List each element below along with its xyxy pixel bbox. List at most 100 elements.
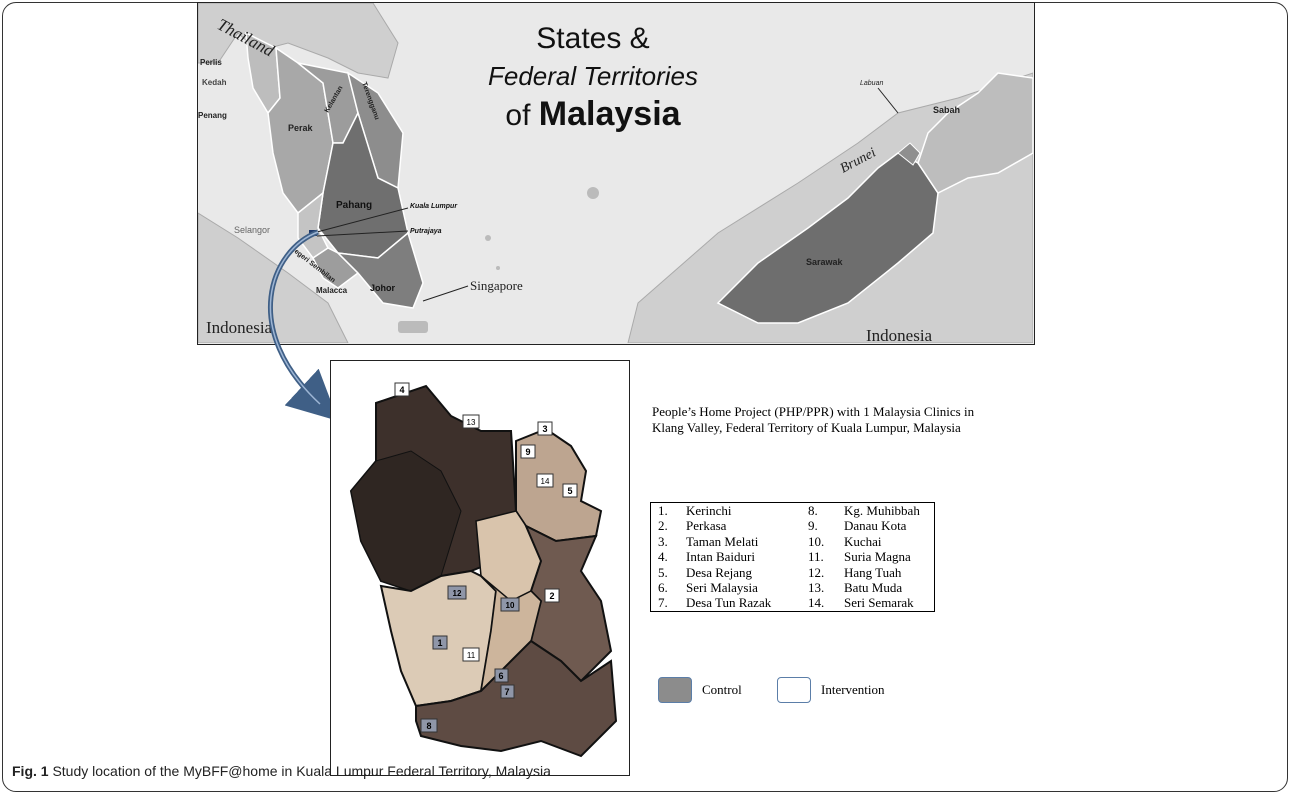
table-cell-n2: 13. [808, 580, 825, 596]
table-cell-n2: 12. [808, 564, 825, 580]
table-cell-n1: 7. [658, 595, 668, 611]
label-kuala-lumpur: Kuala Lumpur [410, 203, 458, 210]
table-cell-c2: Seri Semarak [844, 595, 914, 611]
intervention-label: Intervention [821, 682, 885, 697]
table-row: 5. Desa Rejang 12. Hang Tuah [651, 565, 935, 580]
table-row: 2. Perkasa 9. Danau Kota [651, 518, 935, 533]
table-cell-n1: 5. [658, 564, 668, 580]
table-cell-c1: Seri Malaysia [686, 580, 758, 596]
map-title-line1: States & [536, 22, 649, 55]
map-title-line3: of Malaysia [505, 95, 681, 133]
map-title-prefix: of [505, 99, 531, 132]
table-cell-n2: 10. [808, 533, 825, 549]
marker-6: 6 [494, 668, 509, 683]
marker-14: 14 [536, 473, 554, 488]
table-cell-n2: 14. [808, 595, 825, 611]
table-cell-c2: Danau Kota [844, 518, 907, 534]
marker-7: 7 [500, 684, 515, 699]
control-swatch [658, 677, 692, 703]
map-title-line2: Federal Territories [488, 61, 698, 91]
thailand-region [198, 3, 399, 79]
table-cell-n2: 8. [808, 503, 818, 518]
table-row: 7. Desa Tun Razak 14. Seri Semarak [651, 595, 935, 611]
marker-8: 8 [420, 718, 438, 733]
svg-text:5: 5 [567, 486, 572, 496]
legend-control: Control [658, 677, 742, 703]
caption-prefix: Fig. 1 [12, 763, 49, 779]
table-cell-c2: Hang Tuah [844, 564, 902, 580]
table-cell-n1: 6. [658, 580, 668, 596]
svg-text:8: 8 [426, 721, 431, 731]
label-malacca: Malacca [316, 286, 348, 295]
label-perak: Perak [288, 123, 314, 133]
label-perlis: Perlis [200, 58, 222, 67]
marker-12: 12 [447, 585, 467, 600]
table-cell-c2: Kuchai [844, 533, 882, 549]
marker-4: 4 [394, 382, 410, 397]
intervention-swatch [777, 677, 811, 703]
table-cell-c2: Batu Muda [844, 580, 903, 596]
label-pahang: Pahang [336, 200, 372, 211]
table-cell-c1: Intan Baiduri [686, 549, 755, 565]
table-cell-c2: Suria Magna [844, 549, 911, 565]
marker-3: 3 [537, 421, 553, 436]
label-johor: Johor [370, 283, 395, 293]
marker-11: 11 [462, 647, 480, 662]
svg-text:1: 1 [437, 638, 442, 648]
region-west [350, 450, 462, 592]
table-cell-n1: 2. [658, 518, 668, 534]
table-row: 1. Kerinchi 8. Kg. Muhibbah [651, 503, 935, 519]
table-cell-n1: 1. [658, 503, 668, 518]
label-kedah: Kedah [202, 78, 227, 87]
table-cell-n2: 9. [808, 518, 818, 534]
svg-text:6: 6 [498, 671, 503, 681]
svg-text:14: 14 [541, 477, 550, 486]
control-label: Control [702, 682, 742, 697]
marker-2: 2 [544, 588, 560, 603]
table-cell-c1: Desa Tun Razak [686, 595, 772, 611]
svg-text:13: 13 [467, 418, 476, 427]
svg-text:12: 12 [453, 589, 462, 598]
label-sarawak: Sarawak [806, 257, 844, 267]
label-putrajaya: Putrajaya [410, 228, 442, 235]
label-selangor: Selangor [234, 225, 270, 235]
label-penang: Penang [198, 111, 227, 120]
marker-10: 10 [500, 597, 520, 612]
legend-title: People’s Home Project (PHP/PPR) with 1 M… [652, 404, 975, 435]
table-cell-n1: 4. [658, 549, 668, 565]
label-indonesia-left: Indonesia [206, 318, 273, 337]
clinic-list-table: 1. Kerinchi 8. Kg. Muhibbah 2. Perkasa 9. Danau… [650, 502, 935, 612]
svg-text:10: 10 [506, 601, 515, 610]
svg-text:11: 11 [467, 651, 476, 660]
legend-intervention: Intervention [777, 677, 885, 703]
table-row: 3. Taman Melati 10. Kuchai [651, 534, 935, 549]
malaysia-states-map: States & Federal Territories of Malaysia… [197, 2, 1035, 345]
table-cell-c2: Kg. Muhibbah [844, 503, 920, 518]
table-row: 6. Seri Malaysia 13. Batu Muda [651, 580, 935, 595]
table-cell-c1: Perkasa [686, 518, 727, 534]
table-cell-c1: Kerinchi [686, 503, 732, 518]
sabah-region [917, 72, 1033, 194]
marker-13: 13 [462, 414, 480, 429]
svg-text:2: 2 [549, 591, 554, 601]
table-cell-n1: 3. [658, 533, 668, 549]
caption-text: Study location of the MyBFF@home in Kual… [48, 763, 551, 779]
label-singapore: Singapore [470, 278, 523, 293]
marker-9: 9 [520, 444, 536, 459]
table-cell-n2: 11. [808, 549, 824, 565]
svg-text:3: 3 [542, 424, 547, 434]
svg-text:7: 7 [504, 687, 509, 697]
brunei-region [897, 142, 921, 166]
label-sabah: Sabah [933, 105, 960, 115]
table-cell-c1: Taman Melati [686, 533, 759, 549]
marker-5: 5 [562, 483, 578, 498]
johor-region [335, 231, 424, 309]
table-row: 4. Intan Baiduri 11. Suria Magna [651, 549, 935, 564]
map-title-bold: Malaysia [539, 95, 682, 133]
figure-caption: Fig. 1 Study location of the MyBFF@home … [12, 763, 551, 779]
table-cell-c1: Desa Rejang [686, 564, 753, 580]
svg-text:9: 9 [525, 447, 530, 457]
svg-text:4: 4 [399, 385, 404, 395]
label-labuan: Labuan [860, 80, 883, 87]
kuala-lumpur-inset-map: 4 13 3 9 14 5 12 10 2 1 11 6 7 8 [330, 360, 630, 776]
